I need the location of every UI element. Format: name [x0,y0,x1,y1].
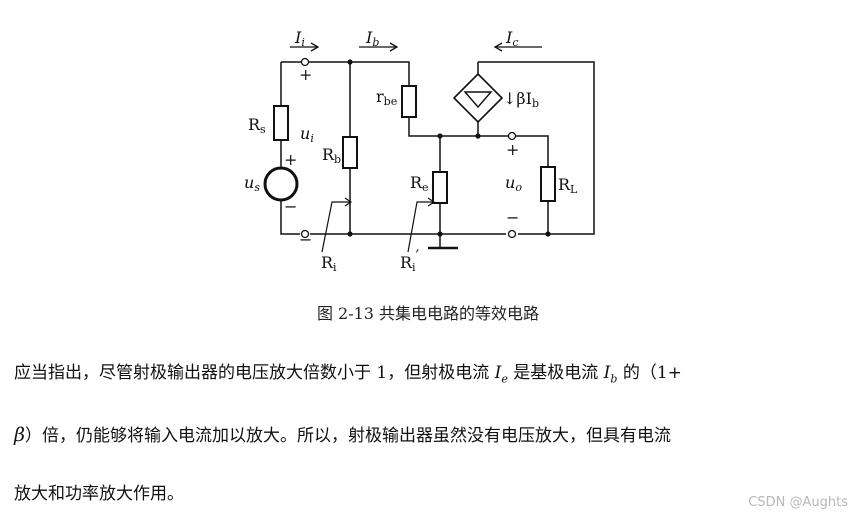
paragraph-line-2: β）倍，仍能够将输入电流加以放大。所以，射极输出器虽然没有电压放大，但具有电流 [14,423,844,448]
resistor-rl [540,166,556,202]
junction-dots [347,59,551,237]
label-beta-ib: ↓βIb [503,89,539,110]
label-rl: RL [558,175,578,196]
label-rbe: rbe [376,87,397,108]
csdn-watermark: CSDN @Aughts [748,495,848,510]
line1-text-b: 是基极电流 [507,363,604,383]
voltage-source-us [263,166,299,202]
figure-caption: 图 2-13 共集电电路的等效电路 [316,304,540,323]
circuit-wires [280,61,595,250]
label-rb: Rb [322,145,341,166]
resistor-rb [342,136,358,169]
label-ui: ui [300,124,314,145]
label-ii: Ii [294,28,305,49]
input-terminal-bottom [300,229,310,239]
paragraph-line-3: 放大和功率放大作用。 [14,484,184,504]
symbol-beta: β [14,424,25,446]
resistor-rs [273,105,289,141]
symbol-ie: Ie [494,363,508,386]
label-us: us [244,173,260,194]
label-output-minus: − [506,208,519,227]
resistance-pointer-arrows [321,197,436,253]
line1-text-a: 应当指出，尽管射极输出器的电压放大倍数小于 1，但射极电流 [14,363,495,383]
input-terminal-top [300,57,310,67]
resistor-rbe [401,85,417,118]
symbol-ib: Ib [603,363,618,386]
label-input-plus: + [299,65,312,84]
line1-text-c: 的（1+ [617,363,682,383]
current-arrows [290,42,542,52]
label-rs: Rs [248,115,266,136]
paragraph-line-1: 应当指出，尽管射极输出器的电压放大倍数小于 1，但射极电流 Ie 是基极电流 I… [14,361,844,391]
output-terminal-top [507,131,517,141]
label-ri: Ri [321,253,337,274]
output-terminal-bottom [507,229,517,239]
label-re: Re [410,173,429,194]
label-output-plus: + [506,140,519,159]
label-ib: Ib [365,28,379,49]
resistor-re [432,171,448,204]
label-source-plus: + [284,150,297,169]
label-uo: uo [505,173,522,194]
equivalent-circuit-diagram: Ii Ib Ic + − + − + − Rs ui Rb us rbe ↓βI… [244,28,595,274]
label-input-minus: − [299,230,312,249]
label-ic: Ic [505,28,519,49]
circuit-labels: Ii Ib Ic + − + − + − Rs ui Rb us rbe ↓βI… [244,28,578,274]
label-ri-prime: Ri′ [400,246,420,274]
label-source-minus: − [284,197,297,216]
controlled-current-source [452,72,504,124]
line2-text: ）倍，仍能够将输入电流加以放大。所以，射极输出器虽然没有电压放大，但具有电流 [24,426,671,446]
